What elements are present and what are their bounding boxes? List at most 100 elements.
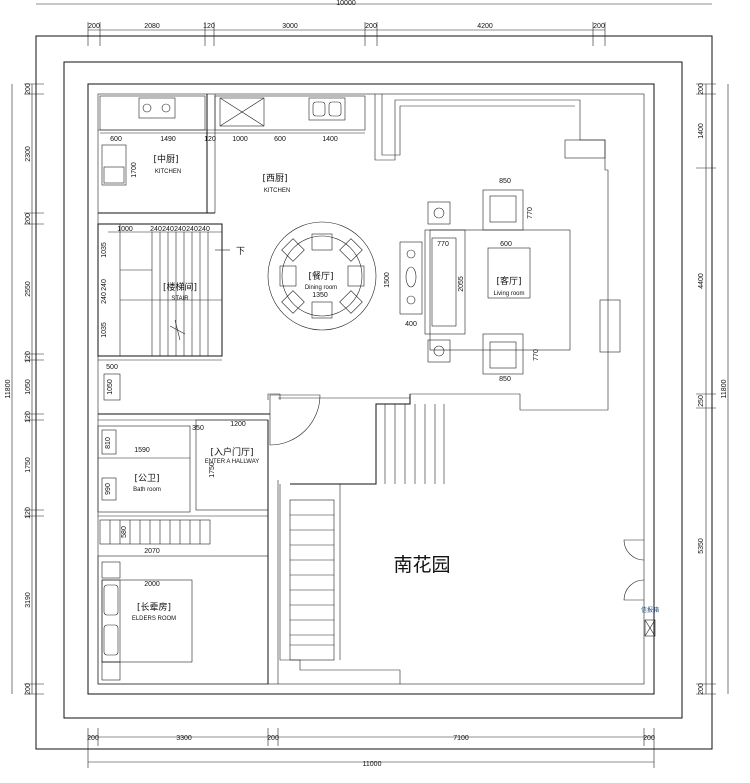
dim-living-8: 850 [499,376,511,383]
mid-kitchen-en: KITCHEN [155,169,181,175]
dim-living-5: 2055 [458,276,465,292]
elders-label: [长辈房] [137,601,171,613]
dim-bottom: 200 3300 200 7100 200 11000 [87,728,655,768]
dim-left-4: 120 [25,351,32,363]
coffee-table [487,247,531,299]
west-kitchen-en: KITCHEN [264,188,290,194]
dim-misc-0: 500 [106,364,118,371]
living-en: Living room [493,291,524,297]
west-kitchen-label: [西厨] [262,173,287,184]
dim-kitchen-6: 1700 [131,162,138,178]
dim-left: 200 2300 200 2550 120 1050 120 1750 120 … [5,83,44,695]
dim-right-total: 11800 [721,379,728,398]
dim-stair-1: 240 [150,226,162,233]
dim-kitchen-3: 1000 [232,136,248,143]
west-rooms: 500 1050 1200 350 1750 [入户门厅] ENTER A HA… [97,359,321,685]
stair-down-label: 下 [236,247,245,257]
dim-living-3: 770 [437,241,449,248]
dim-right-2: 4400 [698,273,705,289]
kitchen-area: 600 1490 120 1000 600 1400 1700 [中厨] KIT… [98,94,366,214]
dim-misc-6: 2070 [144,548,160,555]
dim-top-4: 200 [365,23,377,30]
elders-en: ELDERS ROOM [132,616,176,622]
garden-label: 南花园 [393,554,450,576]
dim-top-0: 200 [88,23,100,30]
dim-top-1: 2080 [144,23,160,30]
hallway-label: [入户门厅] [210,446,253,458]
dining-en: Dining room [305,285,337,291]
hallway-en: ENTER A HALLWAY [205,459,260,465]
dim-left-8: 120 [25,507,32,519]
dim-right-4: 5350 [698,538,705,554]
stair-en: STAIR [171,296,189,302]
dim-left-0: 200 [25,83,32,95]
dining-rug [267,221,377,331]
living-label: [客厅] [496,275,521,287]
dim-right-5: 200 [698,683,705,695]
dim-misc-3: 1590 [134,447,150,454]
dim-living-4: 1500 [384,272,391,288]
stove-icon [138,97,176,119]
site-boundary [35,35,713,750]
living-area: 850 770 600 770 1500 2055 400 770 850 [客… [374,94,621,411]
dim-top-2: 120 [203,23,215,30]
dim-left-10: 200 [25,683,32,695]
dim-right-3: 250 [698,395,705,407]
dim-kitchen-5: 1400 [322,136,338,143]
dim-living-6: 400 [405,321,417,328]
dim-stair-9: 1035 [101,322,108,338]
dim-dining: 1350 [312,292,328,299]
dim-top: 10000 200 2080 120 3000 200 4200 200 [36,0,712,46]
dim-living-7: 770 [533,349,540,361]
dim-stair-3: 240 [174,226,186,233]
dim-living-1: 770 [527,207,534,219]
sofa [424,229,466,335]
dim-hall-0: 1200 [230,421,246,428]
dim-hall-2: 1750 [209,462,216,478]
bath-label: [公卫] [134,473,159,484]
dim-bottom-1: 3300 [176,735,192,742]
dim-misc-2: 810 [105,437,112,449]
fridge-icon [101,144,127,186]
dim-left-7: 1750 [25,457,32,473]
dim-top-5: 4200 [477,23,493,30]
stair-label: [楼梯间] [163,281,197,293]
dim-bottom-0: 200 [87,735,99,742]
dim-bottom-2: 200 [267,735,279,742]
interior-wall [97,93,645,685]
dim-right-1: 1400 [698,123,705,139]
sink-icon [308,97,346,121]
dim-kitchen-4: 600 [274,136,286,143]
dining-label: [餐厅] [308,270,333,282]
door-swing [269,394,321,446]
mid-kitchen-label: [中厨] [153,153,178,165]
meter-label: 信报箱 [641,606,659,614]
dim-stair-6: 1035 [101,242,108,258]
dim-left-1: 2300 [25,146,32,162]
lot-boundary [63,61,683,719]
dim-misc-4: 990 [105,483,112,495]
dim-left-5: 1050 [25,379,32,395]
garden-area: 信报箱 南花园 [278,394,659,684]
dim-kitchen-1: 1490 [160,136,176,143]
dim-stair-2: 240 [162,226,174,233]
dim-top-total: 10000 [336,0,356,7]
dim-left-9: 3190 [25,592,32,608]
dim-stair-8: 240 [101,292,108,304]
stair-area: 下 1000 240 240 240 240 240 1035 240 240 … [97,223,245,357]
armchair [482,189,524,231]
dim-left-6: 120 [25,411,32,423]
dim-misc-5: 580 [121,526,128,538]
dining-table [281,235,363,317]
dim-living-0: 850 [499,178,511,185]
dim-left-2: 200 [25,213,32,225]
dim-right: 200 1400 4400 250 5350 200 11800 [696,83,729,695]
dim-stair-7: 240 [101,279,108,291]
armchair [482,333,524,375]
dim-right-0: 200 [698,83,705,95]
dim-bottom-4: 200 [643,735,655,742]
dim-bottom-3: 7100 [453,735,469,742]
dim-hall-1: 350 [192,425,204,432]
dim-top-3: 3000 [282,23,298,30]
